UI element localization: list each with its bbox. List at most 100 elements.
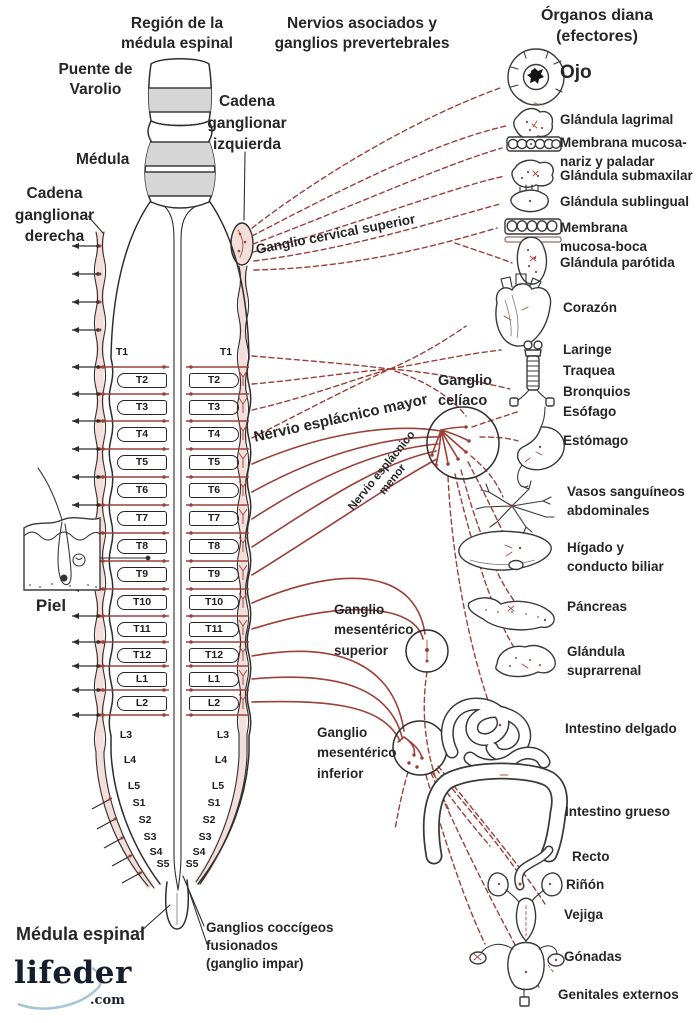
submaxillary-gland-icon [511,159,554,188]
segment-label: T4 [135,427,149,440]
lacrimal-gland-icon [513,107,554,140]
segment-box [189,510,239,526]
organ-label-glandula-sublingual: Glándula sublingual [560,194,690,209]
organ-label-higado: Hígado y conducto biliar [567,540,664,575]
label-coccygeal-ganglia: Ganglios coccígeos fusionados (ganglio i… [206,920,334,971]
segment-box [117,594,167,610]
organ-label-glandula-parotida: Glándula parótida [560,255,675,270]
label-inferior-mesenteric-ganglion: Ganglio mesentérico inferior [317,725,397,781]
small-intestine-icon [440,697,551,772]
organ-label-laringe: Laringe [563,342,612,357]
segment-label: T5 [135,455,149,468]
segment-label: S2 [138,813,152,826]
parotid-gland-icon [516,236,548,285]
label-pons: Puente de Varolio [58,61,133,99]
brainstem [144,58,216,209]
segment-box [189,538,239,554]
segment-label: T5 [207,455,221,468]
organ-label-gonadas: Gónadas [564,949,622,964]
segment-box [117,426,167,442]
segment-box [189,671,239,687]
header-nerves-ganglia: Nervios asociados y ganglios prevertebra… [274,15,450,53]
segment-box [189,372,239,388]
segment-label: T3 [135,400,149,413]
nasal-mucosa-icon [506,136,562,152]
abdominal-vessels-icon [475,480,555,535]
organ-label-vejiga: Vejiga [564,907,604,922]
segment-label: T6 [207,483,221,496]
segment-box [189,621,239,637]
segment-label: T11 [205,622,223,635]
segment-label: S5 [156,857,170,870]
segment-label: T7 [207,511,221,524]
organ-label-intestino-delgado: Intestino delgado [565,721,677,736]
label-right-chain: Cadena ganglionar derecha [14,185,95,246]
celiac-ganglion-circle [426,406,500,480]
segment-box [189,399,239,415]
organ-label-glandula-submaxilar: Glándula submaxilar [560,168,693,183]
segment-label: L1 [135,672,149,685]
inferior-mesenteric-ganglion-circle [392,720,448,776]
segment-box [189,566,239,582]
logo-text: lifeder [14,955,132,991]
organ-label-bronquios: Bronquios [563,384,631,399]
segment-label: L4 [214,753,228,766]
liver-icon [458,530,552,571]
sublingual-gland-icon [510,184,549,213]
label-celiac-ganglion: Ganglio celíaco [438,373,492,409]
segment-label: T2 [135,373,149,386]
organ-label-intestino-grueso: Intestino grueso [565,804,671,819]
segment-label: L2 [135,696,149,709]
organ-label-rinon: Riñón [566,877,605,892]
label-medulla: Médula [76,151,130,168]
header-spinal-region: Región de la médula espinal [121,15,233,53]
gonads-icon [469,941,565,1007]
segment-label: S5 [185,857,199,870]
segment-box [189,695,239,711]
segment-label: T7 [135,511,149,524]
segment-box [117,399,167,415]
skin-icon [23,467,101,591]
organ-label-ojo: Ojo [560,62,592,83]
adrenal-gland-icon [495,644,556,678]
segment-label: T1 [115,345,129,358]
segment-label: L1 [207,672,221,685]
segment-box [117,510,167,526]
segment-label: T4 [207,427,221,440]
segment-label: L2 [207,696,221,709]
segment-label: S2 [202,813,216,826]
pancreas-icon [467,597,555,631]
organ-label-pancreas: Páncreas [567,599,628,614]
eye-icon [507,48,565,106]
organ-label-traquea: Traquea [563,363,615,378]
large-intestine-icon [422,762,568,891]
segment-box [189,647,239,663]
segment-box [117,647,167,663]
kidney-bladder-icon [487,872,563,943]
organ-label-vasos-sanguineos: Vasos sanguíneos abdominales [567,484,685,519]
splanchnic-nerves [251,427,442,742]
segment-label: T1 [219,345,233,358]
segment-label: T9 [135,567,149,580]
segment-box [189,594,239,610]
segment-label: L4 [123,753,137,766]
segment-box [117,454,167,470]
segment-box [117,566,167,582]
label-left-chain: Cadena ganglionar izquierda [207,93,287,154]
logo-tld: .com [90,993,125,1008]
stomach-icon [516,406,565,488]
segment-box [117,621,167,637]
segment-box [117,538,167,554]
organ-label-recto: Recto [572,849,610,864]
organ-label-glandula-suprarrenal: Glándula suprarrenal [567,644,642,679]
segment-label: T12 [132,648,152,661]
segment-label: T6 [135,483,149,496]
segment-label: S4 [149,845,163,858]
segment-box [117,671,167,687]
segment-box [189,454,239,470]
segment-label: T10 [132,595,152,608]
segment-label: S1 [207,796,221,809]
superior-cervical-ganglion [230,222,254,266]
trachea-icon [509,340,555,407]
